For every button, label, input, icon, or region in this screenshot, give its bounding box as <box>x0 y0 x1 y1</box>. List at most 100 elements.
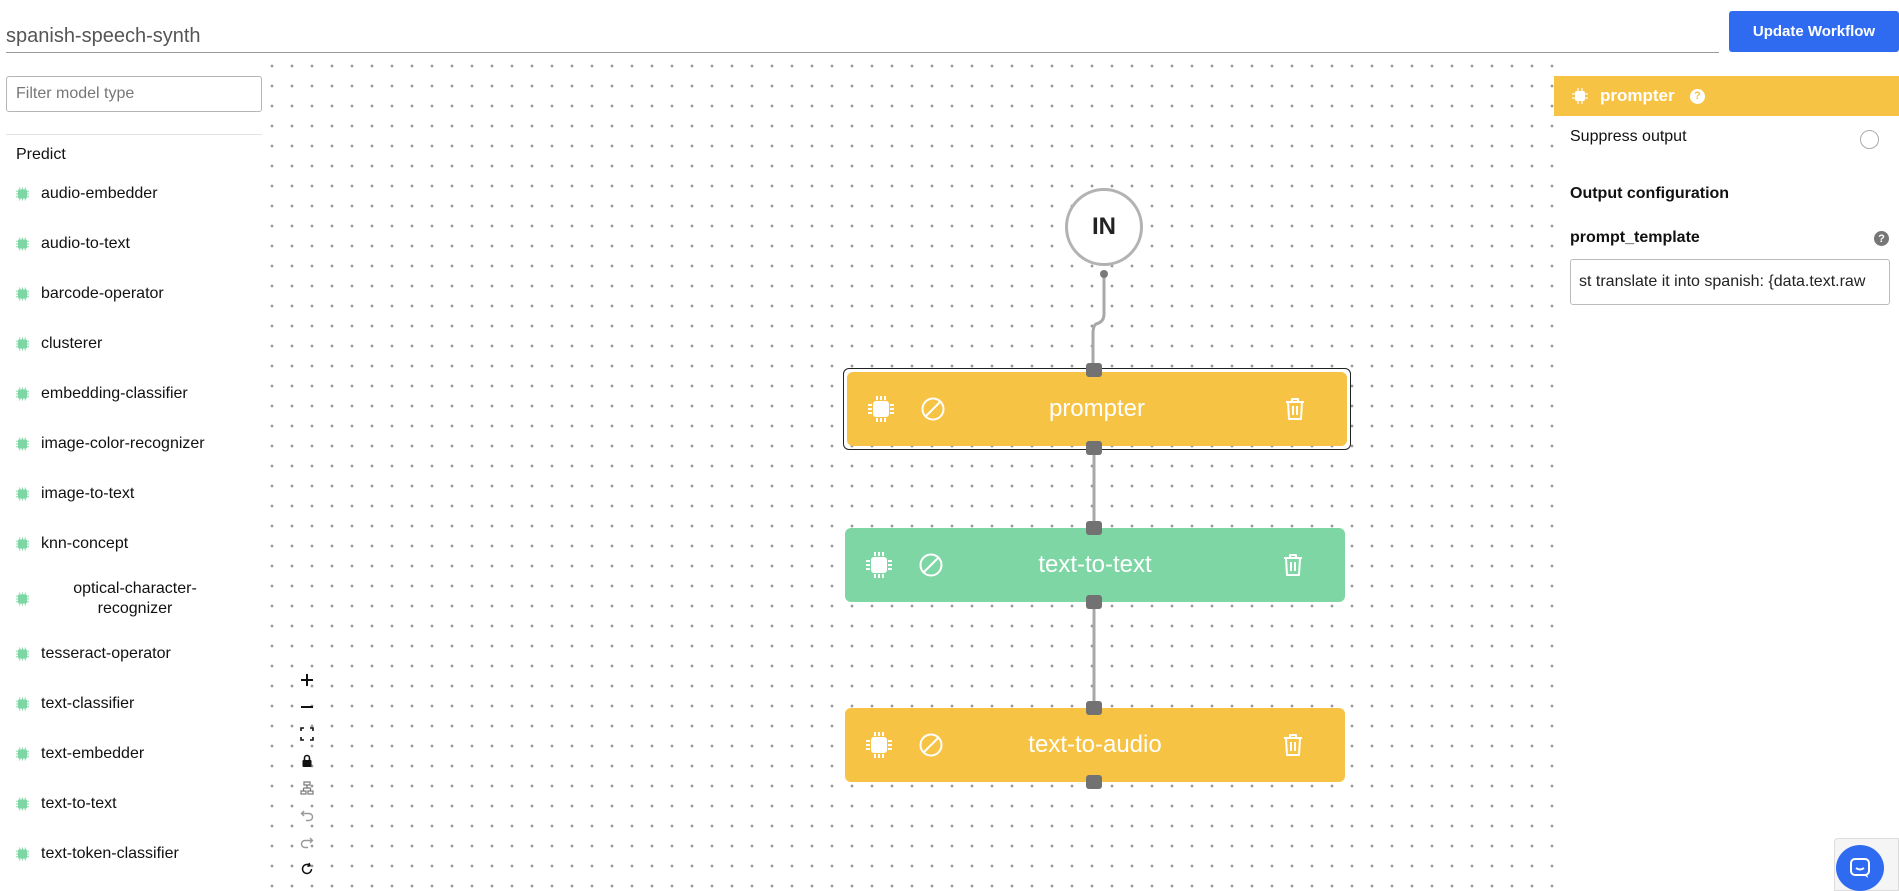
text-to-audio-input-handle[interactable] <box>1086 701 1102 715</box>
suppress-output-checkbox[interactable] <box>1860 130 1879 149</box>
model-item[interactable]: knn-concept <box>0 519 270 569</box>
input-node[interactable]: IN <box>1065 188 1143 266</box>
lock-button[interactable] <box>290 747 324 774</box>
model-item[interactable]: audio-to-text <box>0 219 270 269</box>
prompter-input-handle[interactable] <box>1086 363 1102 377</box>
node-prompter[interactable]: prompter <box>843 368 1351 450</box>
suppress-icon[interactable] <box>920 396 946 422</box>
chat-launcher-button[interactable] <box>1836 845 1884 891</box>
panel-header: prompter ? <box>1554 76 1899 116</box>
redo-button[interactable] <box>290 828 324 855</box>
model-item[interactable]: optical-character-recognizer <box>0 569 270 629</box>
model-item-label: audio-to-text <box>41 235 130 252</box>
undo-button[interactable] <box>290 801 324 828</box>
model-item[interactable]: clusterer <box>0 319 270 369</box>
node-title: text-to-text <box>1038 551 1152 578</box>
sidebar-divider <box>6 134 262 135</box>
model-item-label: image-color-recognizer <box>41 435 205 452</box>
model-item-label: barcode-operator <box>41 285 164 302</box>
suppress-icon[interactable] <box>918 552 944 578</box>
model-item[interactable]: text-token-classifier <box>0 829 270 879</box>
model-item-label: audio-embedder <box>41 185 158 202</box>
model-sidebar: Predict audio-embedder audio-to-text bar… <box>0 64 270 891</box>
model-item-label: text-to-text <box>41 795 117 812</box>
trash-icon[interactable] <box>1281 552 1305 578</box>
model-item[interactable]: text-embedder <box>0 729 270 779</box>
model-item[interactable]: audio-embedder <box>0 169 270 219</box>
undo-icon <box>300 810 314 821</box>
text-to-text-output-handle[interactable] <box>1086 595 1102 609</box>
prompt-template-label: prompt_template <box>1570 229 1700 246</box>
model-item[interactable]: text-to-text <box>0 779 270 829</box>
update-workflow-button[interactable]: Update Workflow <box>1729 11 1899 52</box>
chip-icon <box>868 396 894 422</box>
layout-icon <box>300 780 314 795</box>
trash-icon[interactable] <box>1281 732 1305 758</box>
input-node-handle[interactable] <box>1100 270 1108 278</box>
prompt-template-input[interactable] <box>1570 259 1890 305</box>
model-item-label: optical-character-recognizer <box>73 580 197 617</box>
workflow-canvas[interactable]: IN prompter text-to-text text-to-audio <box>270 64 1554 891</box>
section-title-predict: Predict <box>16 146 66 163</box>
minus-icon <box>301 705 313 708</box>
model-chip-icon <box>16 237 29 251</box>
model-chip-icon <box>16 537 29 551</box>
reset-icon <box>301 862 313 874</box>
chat-icon <box>1850 858 1870 878</box>
lock-icon <box>302 754 312 767</box>
node-text-to-text[interactable]: text-to-text <box>845 528 1345 602</box>
model-item[interactable]: text-classifier <box>0 679 270 729</box>
text-to-text-input-handle[interactable] <box>1086 521 1102 535</box>
chip-icon <box>1572 88 1588 104</box>
node-title: text-to-audio <box>1028 731 1162 758</box>
auto-layout-button[interactable] <box>290 774 324 801</box>
text-to-audio-output-handle[interactable] <box>1086 775 1102 789</box>
model-chip-icon <box>16 697 29 711</box>
panel-title: prompter <box>1600 86 1675 105</box>
model-list: audio-embedder audio-to-text barcode-ope… <box>0 169 270 879</box>
model-item-label: text-token-classifier <box>41 845 179 862</box>
workflow-name-input[interactable] <box>6 8 1719 53</box>
help-icon[interactable]: ? <box>1690 88 1705 104</box>
suppress-output-label: Suppress output <box>1570 128 1687 145</box>
model-chip-icon <box>16 187 29 201</box>
model-item-label: image-to-text <box>41 485 135 502</box>
chip-icon <box>866 732 892 758</box>
node-text-to-audio-body: text-to-audio <box>845 708 1345 782</box>
reset-button[interactable] <box>290 855 324 882</box>
model-item-label: embedding-classifier <box>41 385 188 402</box>
node-text-to-audio[interactable]: text-to-audio <box>845 708 1345 782</box>
zoom-in-button[interactable] <box>290 666 324 693</box>
prompt-template-help-icon[interactable]: ? <box>1874 231 1889 246</box>
model-item-label: text-classifier <box>41 695 135 712</box>
model-item[interactable]: image-color-recognizer <box>0 419 270 469</box>
fit-view-button[interactable] <box>290 720 324 747</box>
model-item[interactable]: image-to-text <box>0 469 270 519</box>
model-chip-icon <box>16 647 29 661</box>
top-bar: Update Workflow <box>0 0 1899 64</box>
model-item[interactable]: barcode-operator <box>0 269 270 319</box>
canvas-controls <box>290 666 324 882</box>
model-chip-icon <box>16 437 29 451</box>
model-item-label: clusterer <box>41 335 103 352</box>
model-item-label: tesseract-operator <box>41 645 171 662</box>
trash-icon[interactable] <box>1283 396 1307 422</box>
model-item-label: knn-concept <box>41 535 129 552</box>
node-prompter-body: prompter <box>847 372 1347 446</box>
chip-icon <box>866 552 892 578</box>
model-item-label: text-embedder <box>41 745 145 762</box>
output-configuration-heading: Output configuration <box>1570 185 1730 202</box>
model-chip-icon <box>16 592 29 606</box>
model-item[interactable]: tesseract-operator <box>0 629 270 679</box>
filter-model-input[interactable] <box>6 76 262 112</box>
model-item[interactable]: embedding-classifier <box>0 369 270 419</box>
edge-in-prompter <box>1091 274 1106 370</box>
zoom-out-button[interactable] <box>290 693 324 720</box>
model-chip-icon <box>16 337 29 351</box>
prompter-output-handle[interactable] <box>1086 441 1102 455</box>
redo-icon <box>300 837 314 848</box>
model-chip-icon <box>16 387 29 401</box>
model-chip-icon <box>16 847 29 861</box>
suppress-icon[interactable] <box>918 732 944 758</box>
node-text-to-text-body: text-to-text <box>845 528 1345 602</box>
